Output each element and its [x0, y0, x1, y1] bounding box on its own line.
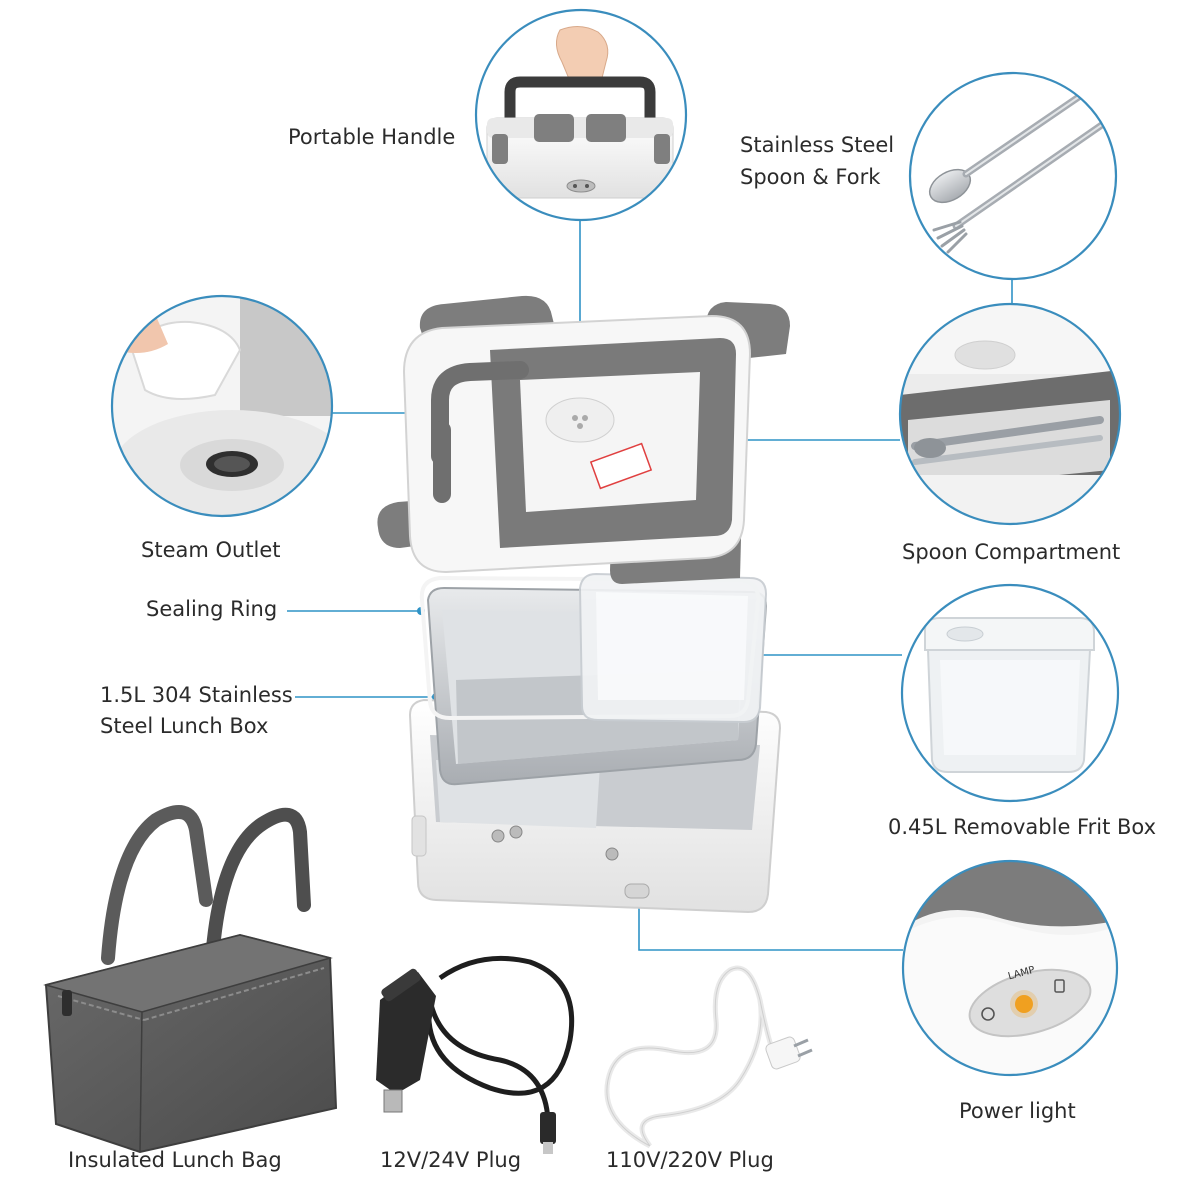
label-spoon-fork-line1: Stainless Steel: [740, 133, 895, 157]
power-light-detail-circle: [901, 859, 1119, 1077]
spoon-compartment-detail-circle: [898, 302, 1122, 526]
handle-detail-circle: [474, 8, 688, 222]
lid: [377, 295, 790, 584]
label-lunch-box-line2: Steel Lunch Box: [100, 714, 269, 738]
label-spoon-fork-line2: Spoon & Fork: [740, 165, 881, 189]
label-frit-box: 0.45L Removable Frit Box: [888, 815, 1157, 839]
label-steam-outlet: Steam Outlet: [141, 538, 281, 562]
label-lunch-bag: Insulated Lunch Bag: [68, 1148, 282, 1172]
central-lunch-box: [377, 295, 790, 914]
label-110v-plug: 110V/220V Plug: [606, 1148, 774, 1172]
car-plug-cable: [376, 955, 575, 1154]
connector-power-light: [638, 900, 903, 951]
frit-box-shape: [578, 572, 768, 724]
label-spoon-compartment: Spoon Compartment: [902, 540, 1121, 564]
label-12v-plug: 12V/24V Plug: [380, 1148, 522, 1172]
label-sealing-ring: Sealing Ring: [146, 597, 278, 621]
insulated-lunch-bag: [43, 805, 338, 1154]
frit-box-detail-circle: [900, 583, 1120, 803]
label-power-light: Power light: [959, 1099, 1076, 1123]
spoon-fork-detail-circle: [908, 71, 1118, 281]
steam-outlet-detail-circle: [110, 294, 334, 518]
label-lunch-box-line1: 1.5L 304 Stainless: [100, 683, 293, 707]
ac-plug-cable: [604, 965, 813, 1149]
label-portable-handle: Portable Handle: [288, 125, 456, 149]
